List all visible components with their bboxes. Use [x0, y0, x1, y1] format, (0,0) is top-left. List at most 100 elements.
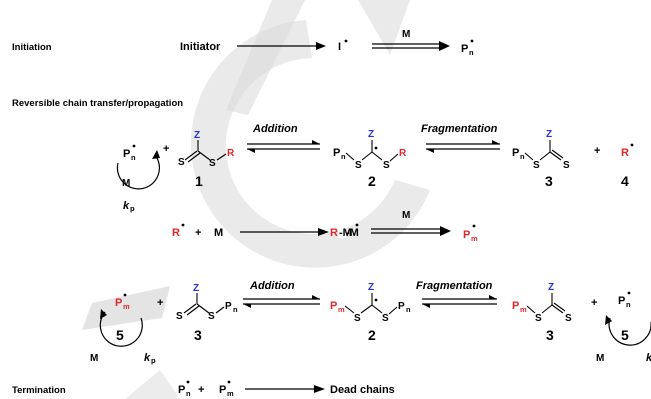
svg-text:n: n — [406, 305, 411, 314]
svg-text:P: P — [333, 147, 340, 159]
radical-pm-termination: P m — [219, 380, 234, 398]
propagation-cycle-arrow-right — [608, 317, 651, 346]
radical-pm-reinit: P m — [463, 224, 478, 243]
plus-6: + — [198, 384, 204, 396]
addition-label-2: Addition — [249, 280, 295, 292]
propagation-cycle-arrow-1 — [116, 154, 161, 190]
svg-text:R: R — [399, 148, 407, 159]
rate-constant-kp-1: k p — [123, 200, 135, 213]
compound-3-left: 3 — [194, 327, 202, 343]
radical-pn-cycle-1: P n — [123, 144, 136, 162]
intermediate-radical-2: P n S Z S R — [333, 129, 407, 171]
svg-text:k: k — [123, 200, 130, 212]
radical-pn-cycle-right: P n — [618, 291, 631, 309]
svg-text:P: P — [123, 148, 130, 160]
svg-text:n: n — [186, 389, 191, 398]
fragmentation-label-2: Fragmentation — [416, 280, 493, 292]
svg-text:S: S — [535, 313, 542, 324]
svg-text:-M: -M — [339, 227, 352, 239]
svg-text:p: p — [130, 204, 135, 213]
svg-text:P: P — [225, 301, 232, 312]
watermark-triangle — [358, 0, 410, 55]
svg-text:m: m — [227, 389, 234, 398]
watermark-chevron — [226, 0, 305, 115]
arrow-initiation — [237, 42, 326, 50]
watermark-corner — [125, 370, 180, 399]
svg-text:Z: Z — [548, 282, 554, 293]
arrow-propagation-reinit — [371, 226, 451, 236]
arrow-reinitiation — [240, 228, 329, 236]
svg-text:P: P — [512, 300, 519, 312]
monomer-m-reinit: M — [214, 227, 223, 239]
macro-raft-agent-3-right: P m S Z S — [512, 282, 572, 324]
svg-text:p: p — [151, 356, 156, 365]
svg-text:S: S — [178, 157, 185, 168]
plus-1: + — [163, 143, 169, 155]
radical-pn-termination: P n — [178, 380, 191, 398]
svg-text:n: n — [520, 152, 525, 161]
svg-text:n: n — [233, 305, 238, 314]
svg-text:m: m — [520, 305, 527, 314]
radical-rm: R R-M -M — [330, 223, 359, 239]
arrow-termination — [245, 385, 325, 393]
plus-4: + — [157, 297, 163, 309]
svg-text:S: S — [176, 311, 183, 322]
section-initiation: Initiation — [12, 42, 52, 53]
section-reversible: Reversible chain transfer/propagation — [12, 98, 183, 109]
monomer-m-initiation: M — [402, 29, 410, 40]
svg-text:R: R — [227, 148, 235, 159]
svg-text:Z: Z — [368, 282, 374, 293]
compound-5-left: 5 — [116, 327, 124, 343]
equilibrium-arrow-addition-2 — [243, 295, 320, 308]
section-termination: Termination — [12, 385, 66, 396]
raft-agent-1: Z S S R — [178, 130, 235, 169]
svg-text:S: S — [383, 160, 390, 171]
svg-text:n: n — [469, 48, 474, 57]
svg-text:S: S — [533, 160, 540, 171]
svg-text:S: S — [382, 313, 389, 324]
svg-text:Z: Z — [546, 129, 552, 140]
svg-text:R: R — [330, 227, 338, 239]
arrow-propagation-initiation — [372, 41, 450, 51]
svg-text:n: n — [341, 152, 346, 161]
radical-i: I — [338, 39, 348, 53]
svg-text:P: P — [461, 43, 468, 55]
svg-text:R: R — [172, 227, 180, 239]
compound-2-bottom: 2 — [368, 327, 376, 343]
macro-raft-agent-3-top: P n S Z S — [512, 129, 570, 171]
monomer-m-reinit-2: M — [402, 210, 410, 221]
svg-text:S: S — [565, 313, 572, 324]
radical-r-4: R — [621, 143, 634, 159]
svg-text:S: S — [563, 160, 570, 171]
dead-chains-label: Dead chains — [330, 384, 395, 396]
compound-4: 4 — [621, 173, 629, 189]
svg-text:P: P — [178, 384, 185, 396]
addition-label-1: Addition — [252, 123, 298, 135]
compound-2-top: 2 — [368, 173, 376, 189]
svg-text:R: R — [621, 147, 629, 159]
svg-text:n: n — [131, 153, 136, 162]
svg-text:P: P — [512, 147, 519, 159]
radical-r-reinit: R — [172, 223, 185, 239]
macro-raft-agent-3-left: Z S S P n — [176, 283, 238, 322]
svg-text:S: S — [354, 313, 361, 324]
svg-text:P: P — [398, 301, 405, 312]
svg-text:S: S — [209, 158, 216, 169]
svg-text:P: P — [330, 300, 337, 312]
compound-3-right: 3 — [546, 327, 554, 343]
rate-constant-kp-2: k p — [144, 352, 156, 365]
svg-text:I: I — [338, 41, 341, 53]
svg-text:n: n — [626, 300, 631, 309]
svg-text:P: P — [115, 297, 122, 309]
watermark — [82, 0, 430, 399]
rate-constant-k-right: k — [646, 352, 651, 364]
intermediate-radical-2-bottom: P m S Z S P n — [330, 282, 411, 324]
svg-text:k: k — [144, 352, 151, 364]
plus-5: + — [591, 297, 597, 309]
compound-3-top: 3 — [545, 173, 553, 189]
watermark-band — [82, 286, 170, 330]
monomer-m-cycle-pm: M — [90, 353, 98, 364]
equilibrium-arrow-addition-1 — [247, 140, 320, 153]
plus-3: + — [195, 227, 201, 239]
